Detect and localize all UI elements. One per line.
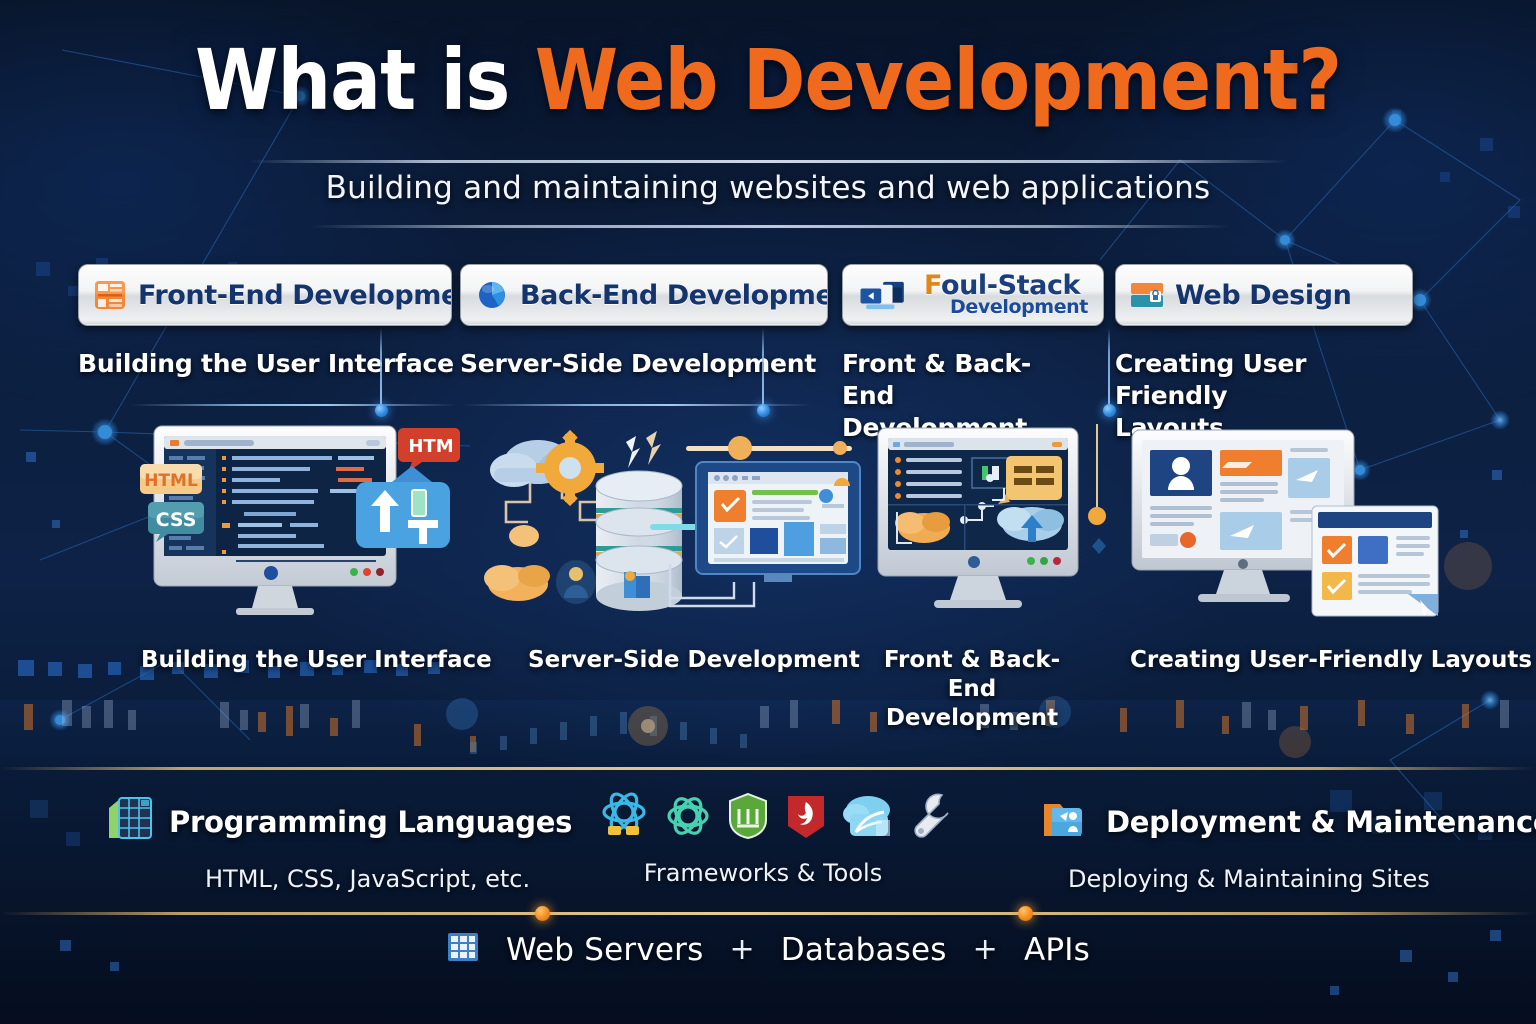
cloud-database-server-illustration — [484, 429, 861, 611]
footer-row: Web Servers + Databases + APIs — [0, 930, 1536, 969]
title-part-1: What is — [194, 31, 535, 129]
page-title: What is Web Development? — [0, 38, 1536, 122]
dashboard-monitor-icon — [695, 461, 861, 582]
column-full-stack: Foul-Stack Development Front & Back-End … — [842, 264, 1110, 444]
shield-icon — [726, 792, 770, 845]
cloud-orange-icon — [484, 565, 550, 601]
caption-web-design: Creating User-Friendly Layouts — [1130, 647, 1533, 673]
html-badge: HTML — [140, 464, 202, 494]
svg-text:CSS: CSS — [156, 509, 197, 531]
deployment-maintenance-title: Deployment & Maintenance — [1106, 804, 1536, 839]
css-badge: CSS — [148, 502, 204, 542]
column-divider-dot-2 — [757, 404, 770, 417]
column-web-design: Web Design Creating User Friendly Layout… — [1115, 264, 1515, 444]
layout-grid-icon — [93, 280, 127, 310]
caption-front-end: Building the User Interface — [141, 647, 492, 673]
svg-text:HTM: HTM — [408, 436, 453, 457]
bottom-section-divider — [0, 767, 1536, 770]
footer-item-web-servers: Web Servers — [505, 931, 704, 968]
category-columns: Front-End Development Building the User … — [0, 264, 1536, 714]
group-deployment-maintenance: Deployment & Maintenance Deploying & Mai… — [1040, 794, 1536, 893]
deployment-maintenance-subtitle: Deploying & Maintaining Sites — [1068, 865, 1430, 893]
column-divider-dot-3 — [1103, 404, 1116, 417]
avatar-icon — [556, 560, 596, 604]
server-rack-icon — [446, 930, 480, 969]
pill-label-web-design: Web Design — [1175, 279, 1352, 311]
footer-item-databases: Databases — [780, 931, 947, 968]
overlay-card — [1311, 505, 1439, 617]
angular-icon — [784, 792, 828, 845]
react-icon — [598, 790, 650, 847]
yellow-panel-icon — [998, 456, 1062, 504]
cloud-orange-icon — [895, 512, 950, 543]
column-divider-3 — [1108, 328, 1110, 408]
monitor-code-editor-illustration: HTML CSS HTM — [140, 425, 460, 615]
grid-table-icon — [105, 794, 155, 849]
gear-icon — [536, 429, 604, 507]
wrench-icon — [908, 791, 954, 846]
subhead-back-end: Server-Side Development — [460, 349, 817, 378]
group-programming-languages: Programming Languages HTML, CSS, JavaScr… — [105, 794, 572, 893]
pill-full-stack[interactable]: Foul-Stack Development — [842, 264, 1104, 326]
footer-dot-left — [535, 906, 550, 921]
pill-label-full-stack-rest: oul-Stack — [940, 269, 1081, 301]
pill-label-full-stack: Foul-Stack Development — [924, 272, 1088, 318]
bottom-section: Programming Languages HTML, CSS, JavaScr… — [0, 786, 1536, 916]
caption-back-end: Server-Side Development — [528, 647, 860, 673]
browser-lock-icon — [1130, 280, 1164, 310]
title-divider — [248, 160, 1288, 163]
window-stack-icon — [857, 280, 913, 310]
cloud-upload-icon — [997, 507, 1064, 542]
column-rule-front-end — [130, 404, 456, 406]
column-rule-back-end — [462, 404, 812, 406]
footer-separator-2: + — [972, 932, 998, 967]
title-part-2: Web Development — [534, 31, 1299, 129]
footer-item-apis: APIs — [1024, 931, 1090, 968]
monitor-webpage-layout-illustration — [1131, 429, 1439, 617]
column-front-end: Front-End Development Building the User … — [78, 264, 458, 406]
pill-front-end[interactable]: Front-End Development — [78, 264, 452, 326]
subhead-front-end: Building the User Interface — [78, 349, 454, 378]
cloud-tool-icon — [842, 792, 894, 845]
column-divider-dot-1 — [375, 404, 388, 417]
frameworks-tools-title: Frameworks & Tools — [643, 859, 883, 887]
deploy-folder-icon — [1040, 794, 1092, 849]
page-subtitle: Building and maintaining websites and we… — [325, 170, 1211, 206]
htm-badge: HTM — [398, 428, 460, 472]
programming-languages-title: Programming Languages — [169, 804, 573, 839]
programming-languages-subtitle: HTML, CSS, JavaScript, etc. — [205, 865, 531, 893]
pill-label-full-stack-first: F — [924, 269, 941, 301]
footer-divider — [0, 912, 1536, 915]
bolt-icon — [626, 431, 661, 468]
database-icon — [595, 470, 683, 611]
column-divider-1 — [380, 328, 382, 408]
subtitle-divider — [310, 225, 1230, 228]
column-back-end: Back-End Development Server-Side Develop… — [460, 264, 838, 406]
footer-separator-1: + — [729, 932, 755, 967]
pie-chart-icon — [475, 280, 509, 310]
svg-text:HTML: HTML — [144, 471, 198, 491]
pill-back-end[interactable]: Back-End Development — [460, 264, 828, 326]
title-part-3: ? — [1298, 31, 1342, 129]
vue-icon — [664, 792, 712, 845]
caption-full-stack: Front & Back-End Development — [883, 647, 1061, 731]
column-divider-2 — [762, 328, 764, 408]
monitor-workflow-cloud-illustration — [877, 424, 1106, 608]
pill-label-back-end: Back-End Development — [520, 279, 827, 311]
pill-label-front-end: Front-End Development — [138, 279, 451, 311]
pill-web-design[interactable]: Web Design — [1115, 264, 1413, 326]
upload-icon — [356, 466, 450, 548]
pill-label-full-stack-line2: Development — [950, 295, 1088, 318]
group-frameworks-tools: Frameworks & Tools — [598, 790, 954, 887]
footer-dot-right — [1018, 906, 1033, 921]
